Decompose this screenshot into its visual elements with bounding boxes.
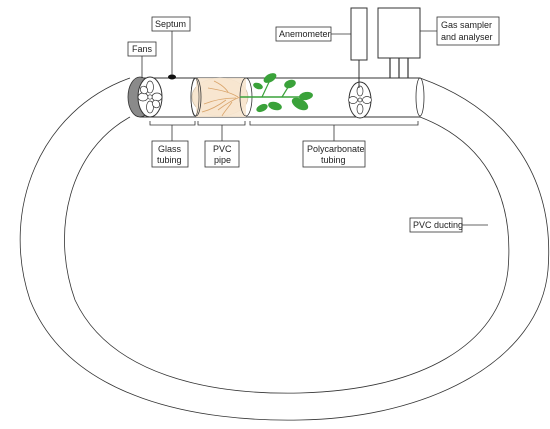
fans-label: Fans — [132, 44, 153, 54]
pvc-pipe-bracket — [197, 121, 246, 126]
gas-sampler-tubes — [389, 58, 409, 78]
pvc-pipe-label-2: pipe — [214, 155, 231, 165]
fan-blades-left — [137, 80, 163, 114]
pvc-ducting-label: PVC ducting — [413, 220, 463, 230]
glass-tubing-label-box — [151, 140, 189, 168]
pvc-pipe-label-box — [204, 140, 240, 168]
pvc-pipe-label-1: PVC — [213, 144, 232, 154]
gas-sampler-label-2: and analyser — [441, 32, 493, 42]
glass-tubing-label-2: tubing — [157, 155, 182, 165]
gas-sampler-label-1: Gas sampler — [441, 20, 492, 30]
plant-shoot — [240, 73, 313, 113]
polycarbonate-label-1: Polycarbonate — [307, 144, 365, 154]
anemometer-label: Anemometer — [279, 29, 331, 39]
tube-end-right — [415, 77, 425, 117]
gas-sampler-label-box — [436, 16, 500, 46]
polycarbonate-label-box — [302, 140, 366, 168]
fan-blades-right — [348, 85, 372, 115]
septum — [168, 74, 176, 80]
pvc-pipe-fill — [196, 78, 246, 117]
polycarbonate-label-2: tubing — [321, 155, 346, 165]
glass-tubing-label-1: Glass — [158, 144, 182, 154]
polycarbonate-bracket — [249, 121, 419, 126]
septum-label: Septum — [155, 19, 186, 29]
pvc-ducting-loop-inner — [64, 116, 510, 394]
anemometer-body — [350, 7, 368, 61]
glass-tubing-bracket — [149, 121, 196, 126]
glass-tubing-end — [190, 77, 200, 117]
plant-roots — [201, 80, 241, 117]
septum-label-box — [151, 16, 191, 32]
gas-sampler-body — [377, 7, 421, 59]
pvc-ducting-loop — [19, 77, 550, 421]
